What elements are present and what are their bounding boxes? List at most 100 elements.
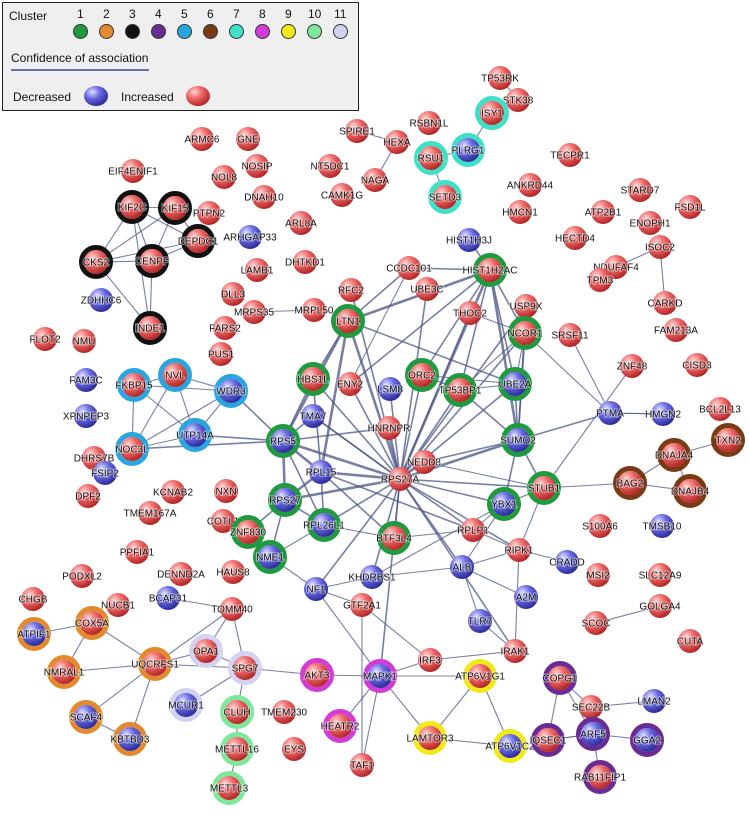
node-NAGA[interactable]: NAGA: [360, 168, 390, 192]
node-ISY1[interactable]: ISY1: [475, 96, 509, 130]
node-TMEM167A[interactable]: TMEM167A: [123, 501, 178, 525]
node-HIST1H3J[interactable]: HIST1H3J: [445, 228, 493, 252]
node-LAMB1[interactable]: LAMB1: [240, 258, 275, 282]
node-SCAF4[interactable]: SCAF4: [69, 700, 104, 734]
node-ZNF830[interactable]: ZNF830: [229, 515, 267, 549]
node-COPG1[interactable]: COPG1: [541, 661, 579, 695]
node-ARF5[interactable]: ARF5: [576, 717, 610, 751]
node-IQSEC1[interactable]: IQSEC1: [529, 723, 568, 757]
node-DNAJA4[interactable]: DNAJA4: [654, 438, 695, 472]
node-THOC2[interactable]: THOC2: [452, 301, 488, 325]
node-NUCB1[interactable]: NUCB1: [100, 593, 136, 617]
node-NXN[interactable]: NXN: [214, 479, 238, 503]
node-A2M[interactable]: A2M: [514, 585, 538, 609]
node-BCL2L13[interactable]: BCL2L13: [698, 397, 742, 421]
node-SRSF11[interactable]: SRSF11: [550, 323, 590, 347]
node-UBE3C[interactable]: UBE3C: [409, 277, 445, 301]
node-IRF3[interactable]: IRF3: [418, 648, 442, 672]
node-ZDHHC6[interactable]: ZDHHC6: [80, 288, 123, 312]
node-ATP2B1[interactable]: ATP2B1: [584, 200, 623, 224]
node-SETD3[interactable]: SETD3: [428, 180, 463, 214]
node-ZNF48[interactable]: ZNF48: [616, 354, 649, 378]
node-BCAP31[interactable]: BCAP31: [148, 586, 189, 610]
node-MRPS35[interactable]: MRPS35: [233, 300, 275, 324]
node-S100A6[interactable]: S100A6: [581, 514, 619, 538]
node-ATP6V1C2[interactable]: ATP6V1C2: [484, 729, 536, 763]
node-UTP14A[interactable]: UTP14A: [175, 418, 215, 452]
node-SPG7[interactable]: SPG7: [228, 651, 262, 685]
node-RPS27A[interactable]: RPS27A: [380, 467, 421, 491]
node-HECTD4[interactable]: HECTD4: [554, 226, 596, 250]
node-FSD1L[interactable]: FSD1L: [673, 195, 707, 219]
node-NF1[interactable]: NF1: [304, 577, 328, 601]
node-KHDRBS1[interactable]: KHDRBS1: [347, 565, 397, 589]
node-SLC12A9[interactable]: SLC12A9: [638, 563, 683, 587]
node-FARS2[interactable]: FARS2: [208, 316, 242, 340]
node-PUS1[interactable]: PUS1: [207, 342, 235, 366]
node-HAUS8[interactable]: HAUS8: [215, 560, 251, 584]
node-OPA1[interactable]: OPA1: [189, 634, 223, 668]
node-GOLGA4[interactable]: GOLGA4: [638, 594, 682, 618]
node-NOSIP[interactable]: NOSIP: [240, 154, 274, 178]
node-DPF2[interactable]: DPF2: [74, 484, 102, 508]
node-HBS1L[interactable]: HBS1L: [296, 362, 330, 396]
node-SUMO2[interactable]: SUMO2: [499, 423, 537, 457]
node-RPS27[interactable]: RPS27: [268, 483, 302, 517]
node-PTMA[interactable]: PTMA: [595, 401, 625, 425]
node-TPM3[interactable]: TPM3: [586, 268, 615, 292]
node-CUTA[interactable]: CUTA: [676, 629, 705, 653]
node-KBTBD3[interactable]: KBTBD3: [110, 722, 151, 756]
node-STK38[interactable]: STK38: [502, 88, 535, 112]
node-HMCN1[interactable]: HMCN1: [501, 200, 539, 224]
node-STUB1[interactable]: STUB1: [527, 471, 562, 505]
node-ANKRD44[interactable]: ANKRD44: [506, 173, 554, 197]
node-TOMM40[interactable]: TOMM40: [210, 597, 254, 621]
node-LAMTOR3[interactable]: LAMTOR3: [405, 721, 455, 755]
node-CARKD[interactable]: CARKD: [646, 291, 684, 315]
node-CCDC101[interactable]: CCDC101: [385, 256, 433, 280]
node-CHGB[interactable]: CHGB: [18, 587, 49, 611]
node-RSU1[interactable]: RSU1: [414, 141, 448, 175]
node-PODXL2[interactable]: PODXL2: [61, 564, 103, 588]
node-TP53RK[interactable]: TP53RK: [480, 66, 520, 90]
node-UQCRFS1[interactable]: UQCRFS1: [130, 647, 180, 681]
node-STARD7[interactable]: STARD7: [620, 178, 661, 202]
node-CAMK1G[interactable]: CAMK1G: [320, 183, 364, 207]
node-ARL8A[interactable]: ARL8A: [284, 211, 318, 235]
node-CISD3[interactable]: CISD3: [681, 353, 713, 377]
node-RAB11FIP1[interactable]: RAB11FIP1: [573, 760, 627, 794]
node-ATPIF1[interactable]: ATPIF1: [16, 617, 52, 651]
node-CENPF[interactable]: CENPF: [134, 244, 170, 278]
node-DHTKD1[interactable]: DHTKD1: [284, 250, 326, 274]
node-TLR7[interactable]: TLR7: [467, 609, 494, 633]
node-SEC22B[interactable]: SEC22B: [571, 695, 612, 719]
node-MSI2[interactable]: MSI2: [585, 563, 611, 587]
node-RFC2[interactable]: RFC2: [337, 278, 365, 302]
node-TMA7[interactable]: TMA7: [299, 404, 328, 428]
node-ENY2[interactable]: ENY2: [336, 372, 364, 396]
node-ARHGAP33[interactable]: ARHGAP33: [222, 225, 278, 249]
node-ATP6V1G1[interactable]: ATP6V1G1: [454, 659, 506, 693]
node-NT5DC1[interactable]: NT5DC1: [310, 154, 351, 178]
node-DNAJB4[interactable]: DNAJB4: [670, 474, 711, 508]
node-NMRAL1[interactable]: NMRAL1: [43, 655, 86, 689]
node-EIF4ENIF1[interactable]: EIF4ENIF1: [107, 159, 159, 183]
node-TMSB10[interactable]: TMSB10: [642, 514, 683, 538]
node-GTF2A1[interactable]: GTF2A1: [342, 593, 382, 617]
node-XPNPEP3[interactable]: XPNPEP3: [62, 404, 111, 428]
node-METTL16[interactable]: METTL16: [214, 732, 260, 766]
node-TAF1[interactable]: TAF1: [349, 753, 375, 777]
node-EYS[interactable]: EYS: [282, 737, 306, 761]
node-NOC3L[interactable]: NOC3L: [114, 432, 150, 466]
node-HEATR2[interactable]: HEATR2: [320, 709, 361, 743]
node-MCUR1[interactable]: MCUR1: [167, 688, 205, 722]
node-FKBP15[interactable]: FKBP15: [114, 368, 154, 402]
node-DLL3[interactable]: DLL3: [220, 282, 246, 306]
node-METTL3[interactable]: METTL3: [209, 771, 250, 805]
node-HMGN2[interactable]: HMGN2: [644, 402, 682, 426]
node-SPIRE1[interactable]: SPIRE1: [338, 119, 376, 143]
node-INDE1[interactable]: INDE1: [133, 311, 167, 345]
node-HIST1H2AC[interactable]: HIST1H2AC: [461, 253, 519, 287]
node-ALB[interactable]: ALB: [450, 555, 474, 579]
node-DEPDC1[interactable]: DEPDC1: [177, 224, 220, 258]
